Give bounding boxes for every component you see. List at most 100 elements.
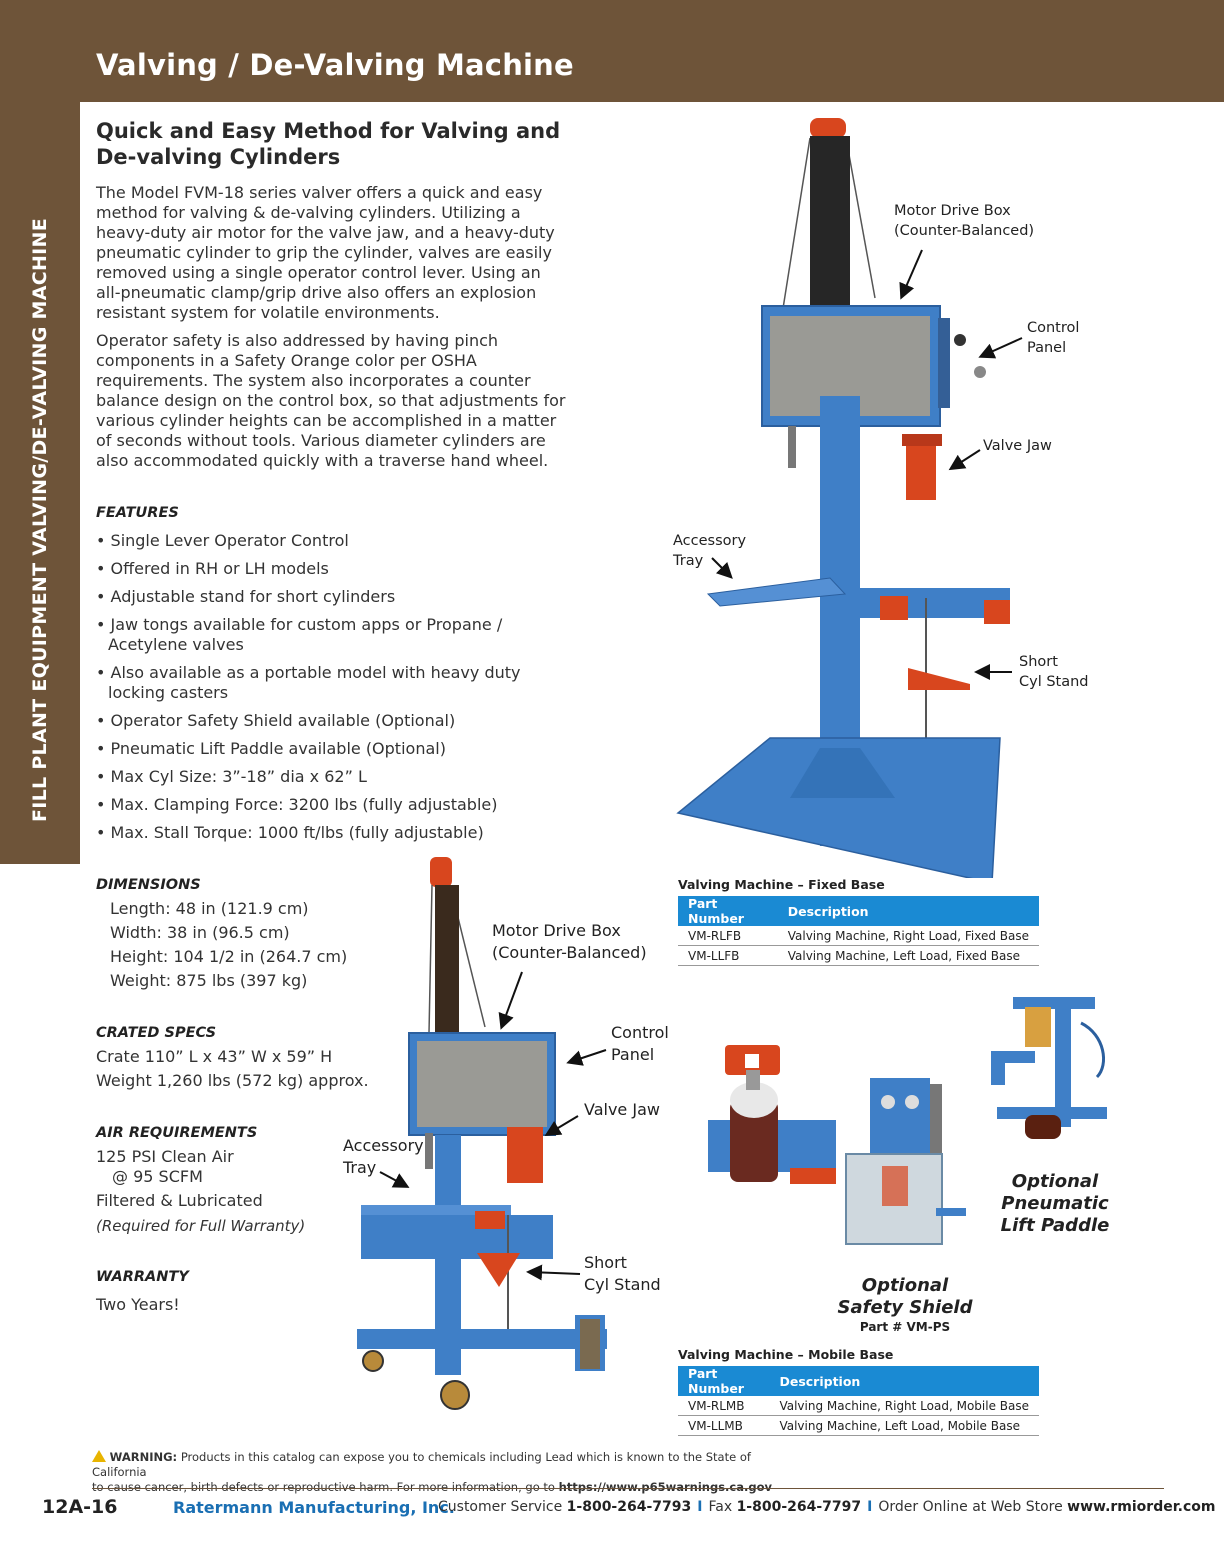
dimension-weight: Weight: 875 lbs (397 kg) <box>110 971 308 990</box>
fixed-callout-control-line1: Control <box>1027 320 1080 336</box>
air-line: Filtered & Lubricated <box>96 1191 263 1210</box>
mobile-callout-motor-line1: Motor Drive Box <box>492 921 621 940</box>
optional-shield-caption: Optional Safety Shield Part # VM-PS <box>835 1275 975 1335</box>
optional-paddle-line1: Optional <box>1011 1171 1099 1192</box>
fax-label: Fax <box>708 1499 733 1515</box>
mobile-callout-tray-line2: Tray <box>343 1158 377 1177</box>
header-bar <box>0 0 1224 102</box>
optional-paddle-line3: Lift Paddle <box>1000 1215 1110 1236</box>
feature-item: • Also available as a portable model wit… <box>96 663 521 702</box>
fixed-callout-motor-line2: (Counter-Balanced) <box>894 223 1035 239</box>
optional-shield-line2: Safety Shield <box>837 1297 973 1318</box>
col-part-number: Part Number <box>678 1366 770 1396</box>
features-heading: FEATURES <box>96 505 179 521</box>
table-header-row: Part Number Description <box>678 1366 1039 1396</box>
feature-item: • Single Lever Operator Control <box>96 531 349 550</box>
warning-icon <box>92 1450 106 1462</box>
prop65-warning: WARNING: Products in this catalog can ex… <box>92 1450 792 1495</box>
cs-phone[interactable]: 1-800-264-7793 <box>566 1499 692 1515</box>
cell-desc: Valving Machine, Right Load, Mobile Base <box>769 1396 1039 1416</box>
cell-desc: Valving Machine, Left Load, Fixed Base <box>777 945 1039 966</box>
fixed-callout-stand-line1: Short <box>1019 654 1058 670</box>
footer-contact: Customer Service 1-800-264-7793 I Fax 1-80… <box>438 1499 1215 1515</box>
dimensions-heading: DIMENSIONS <box>96 877 201 893</box>
fixed-callout-motor-line1: Motor Drive Box <box>894 203 1011 219</box>
optional-paddle-caption: Optional Pneumatic Lift Paddle <box>990 1171 1120 1237</box>
cell-part: VM-LLMB <box>678 1415 770 1436</box>
table-row: VM-LLFB Valving Machine, Left Load, Fixe… <box>678 945 1039 966</box>
feature-item: • Adjustable stand for short cylinders <box>96 587 396 606</box>
fixed-callout-arrows <box>711 249 1023 680</box>
fax-phone[interactable]: 1-800-264-7797 <box>736 1499 862 1515</box>
cell-part: VM-RLFB <box>678 926 778 946</box>
intro-paragraph-2: Operator safety is also addressed by hav… <box>96 331 566 470</box>
mobile-base-machine-image <box>357 857 607 1410</box>
cell-desc: Valving Machine, Right Load, Fixed Base <box>777 926 1039 946</box>
table-fixed-title: Valving Machine – Fixed Base <box>678 877 885 892</box>
table-header-row: Part Number Description <box>678 896 1039 926</box>
mobile-callout-arrows <box>379 971 607 1281</box>
table-row: VM-LLMB Valving Machine, Left Load, Mobi… <box>678 1415 1039 1436</box>
cell-part: VM-LLFB <box>678 945 778 966</box>
optional-shield-part: Part # VM-PS <box>859 1320 951 1334</box>
lift-paddle-photo <box>708 1045 836 1184</box>
fixed-callout-tray-line2: Tray <box>673 553 704 569</box>
table-mobile-title: Valving Machine – Mobile Base <box>678 1347 894 1362</box>
cell-part: VM-RLMB <box>678 1396 770 1416</box>
air-line: 125 PSI Clean Air <box>96 1147 234 1166</box>
crated-line: Weight 1,260 lbs (572 kg) approx. <box>96 1071 369 1090</box>
dimension-length: Length: 48 in (121.9 cm) <box>110 899 309 918</box>
feature-item: • Pneumatic Lift Paddle available (Optio… <box>96 739 446 758</box>
mobile-callout-stand-line1: Short <box>584 1253 627 1272</box>
air-heading: AIR REQUIREMENTS <box>96 1125 258 1141</box>
mobile-callout-control-line1: Control <box>611 1023 669 1042</box>
col-description: Description <box>769 1366 1039 1396</box>
mobile-callout-motor-line2: (Counter-Balanced) <box>492 943 647 962</box>
page-number: 12A-16 <box>42 1496 118 1518</box>
warranty-text: Two Years! <box>96 1295 180 1314</box>
cell-desc: Valving Machine, Left Load, Mobile Base <box>769 1415 1039 1436</box>
crated-line: Crate 110” L x 43” W x 59” H <box>96 1047 333 1066</box>
fixed-callout-control-line2: Panel <box>1027 340 1067 356</box>
company-name: Ratermann Manufacturing, Inc. <box>173 1498 455 1517</box>
mobile-callout-valve-jaw: Valve Jaw <box>584 1100 660 1119</box>
intro-paragraph-1: The Model FVM-18 series valver offers a … <box>96 183 555 322</box>
fixed-callout-valve-jaw: Valve Jaw <box>983 438 1052 454</box>
footer-rule <box>92 1488 1164 1489</box>
separator: I <box>867 1499 873 1515</box>
page-title: Valving / De-Valving Machine <box>96 48 574 82</box>
feature-item: • Max Cyl Size: 3”-18” dia x 62” L <box>96 767 367 786</box>
website-link[interactable]: www.rmiorder.com <box>1067 1499 1216 1515</box>
warning-text-1: Products in this catalog can expose you … <box>92 1450 751 1479</box>
feature-item: • Jaw tongs available for custom apps or… <box>96 615 503 654</box>
safety-shield-photo <box>845 1078 966 1245</box>
warning-text-2: to cause cancer, birth defects or reprod… <box>92 1480 555 1494</box>
separator: I <box>697 1499 703 1515</box>
dimension-width: Width: 38 in (96.5 cm) <box>110 923 290 942</box>
fixed-base-machine-image <box>676 118 1010 878</box>
warning-label: WARNING: <box>109 1450 178 1464</box>
table-row: VM-RLFB Valving Machine, Right Load, Fix… <box>678 926 1039 946</box>
air-line: @ 95 SCFM <box>112 1167 203 1186</box>
table-row: VM-RLMB Valving Machine, Right Load, Mob… <box>678 1396 1039 1416</box>
fixed-callout-tray-line1: Accessory <box>673 533 747 549</box>
col-part-number: Part Number <box>678 896 778 926</box>
pneumatic-lift-paddle-photo <box>991 997 1107 1139</box>
col-description: Description <box>777 896 1039 926</box>
mobile-callout-control-line2: Panel <box>611 1045 655 1064</box>
crated-heading: CRATED SPECS <box>96 1025 217 1041</box>
table-fixed: Part Number Description VM-RLFB Valving … <box>678 896 1039 966</box>
mobile-callout-tray-line1: Accessory <box>343 1136 424 1155</box>
cs-label: Customer Service <box>438 1499 563 1515</box>
feature-item: • Operator Safety Shield available (Opti… <box>96 711 456 730</box>
mobile-callout-stand-line2: Cyl Stand <box>584 1275 661 1294</box>
warning-link[interactable]: https://www.p65warnings.ca.gov <box>558 1480 772 1494</box>
dimension-height: Height: 104 1/2 in (264.7 cm) <box>110 947 348 966</box>
side-tab-text: FILL PLANT EQUIPMENT VALVING/DE-VALVING … <box>29 217 51 823</box>
optional-shield-line1: Optional <box>861 1275 949 1296</box>
warranty-heading: WARRANTY <box>96 1269 189 1285</box>
feature-item: • Offered in RH or LH models <box>96 559 329 578</box>
side-tab <box>0 102 80 864</box>
table-mobile: Part Number Description VM-RLMB Valving … <box>678 1366 1039 1436</box>
air-line: (Required for Full Warranty) <box>96 1217 306 1235</box>
